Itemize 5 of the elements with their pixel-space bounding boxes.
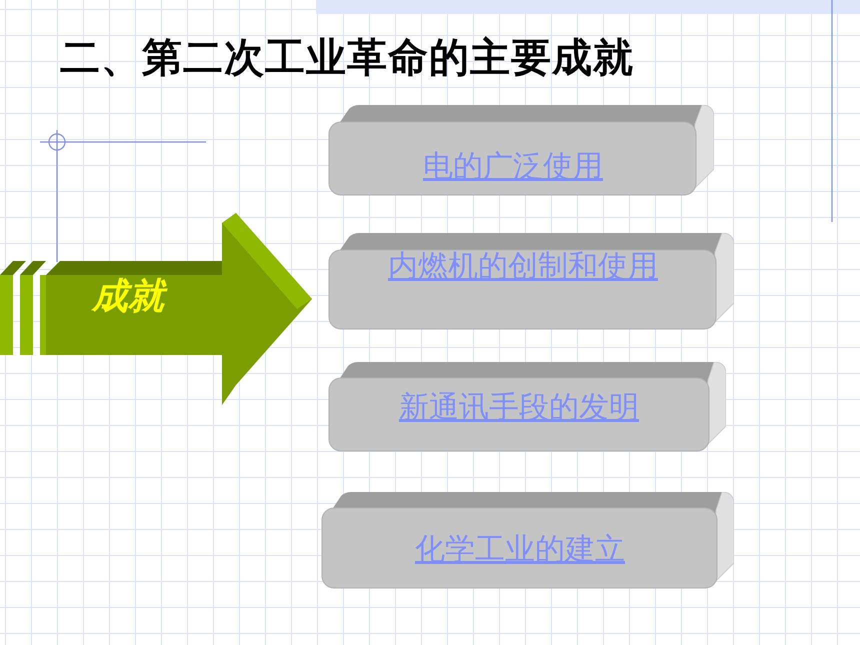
link-text: 新通讯手段的发明 [399, 391, 639, 424]
title: 二、第二次工业革命的主要成就 [60, 34, 634, 83]
link-text: 电的广泛使用 [423, 150, 603, 183]
link-text: 内燃机的创制和使用 [388, 250, 658, 283]
link-text: 化学工业的建立 [415, 533, 625, 566]
